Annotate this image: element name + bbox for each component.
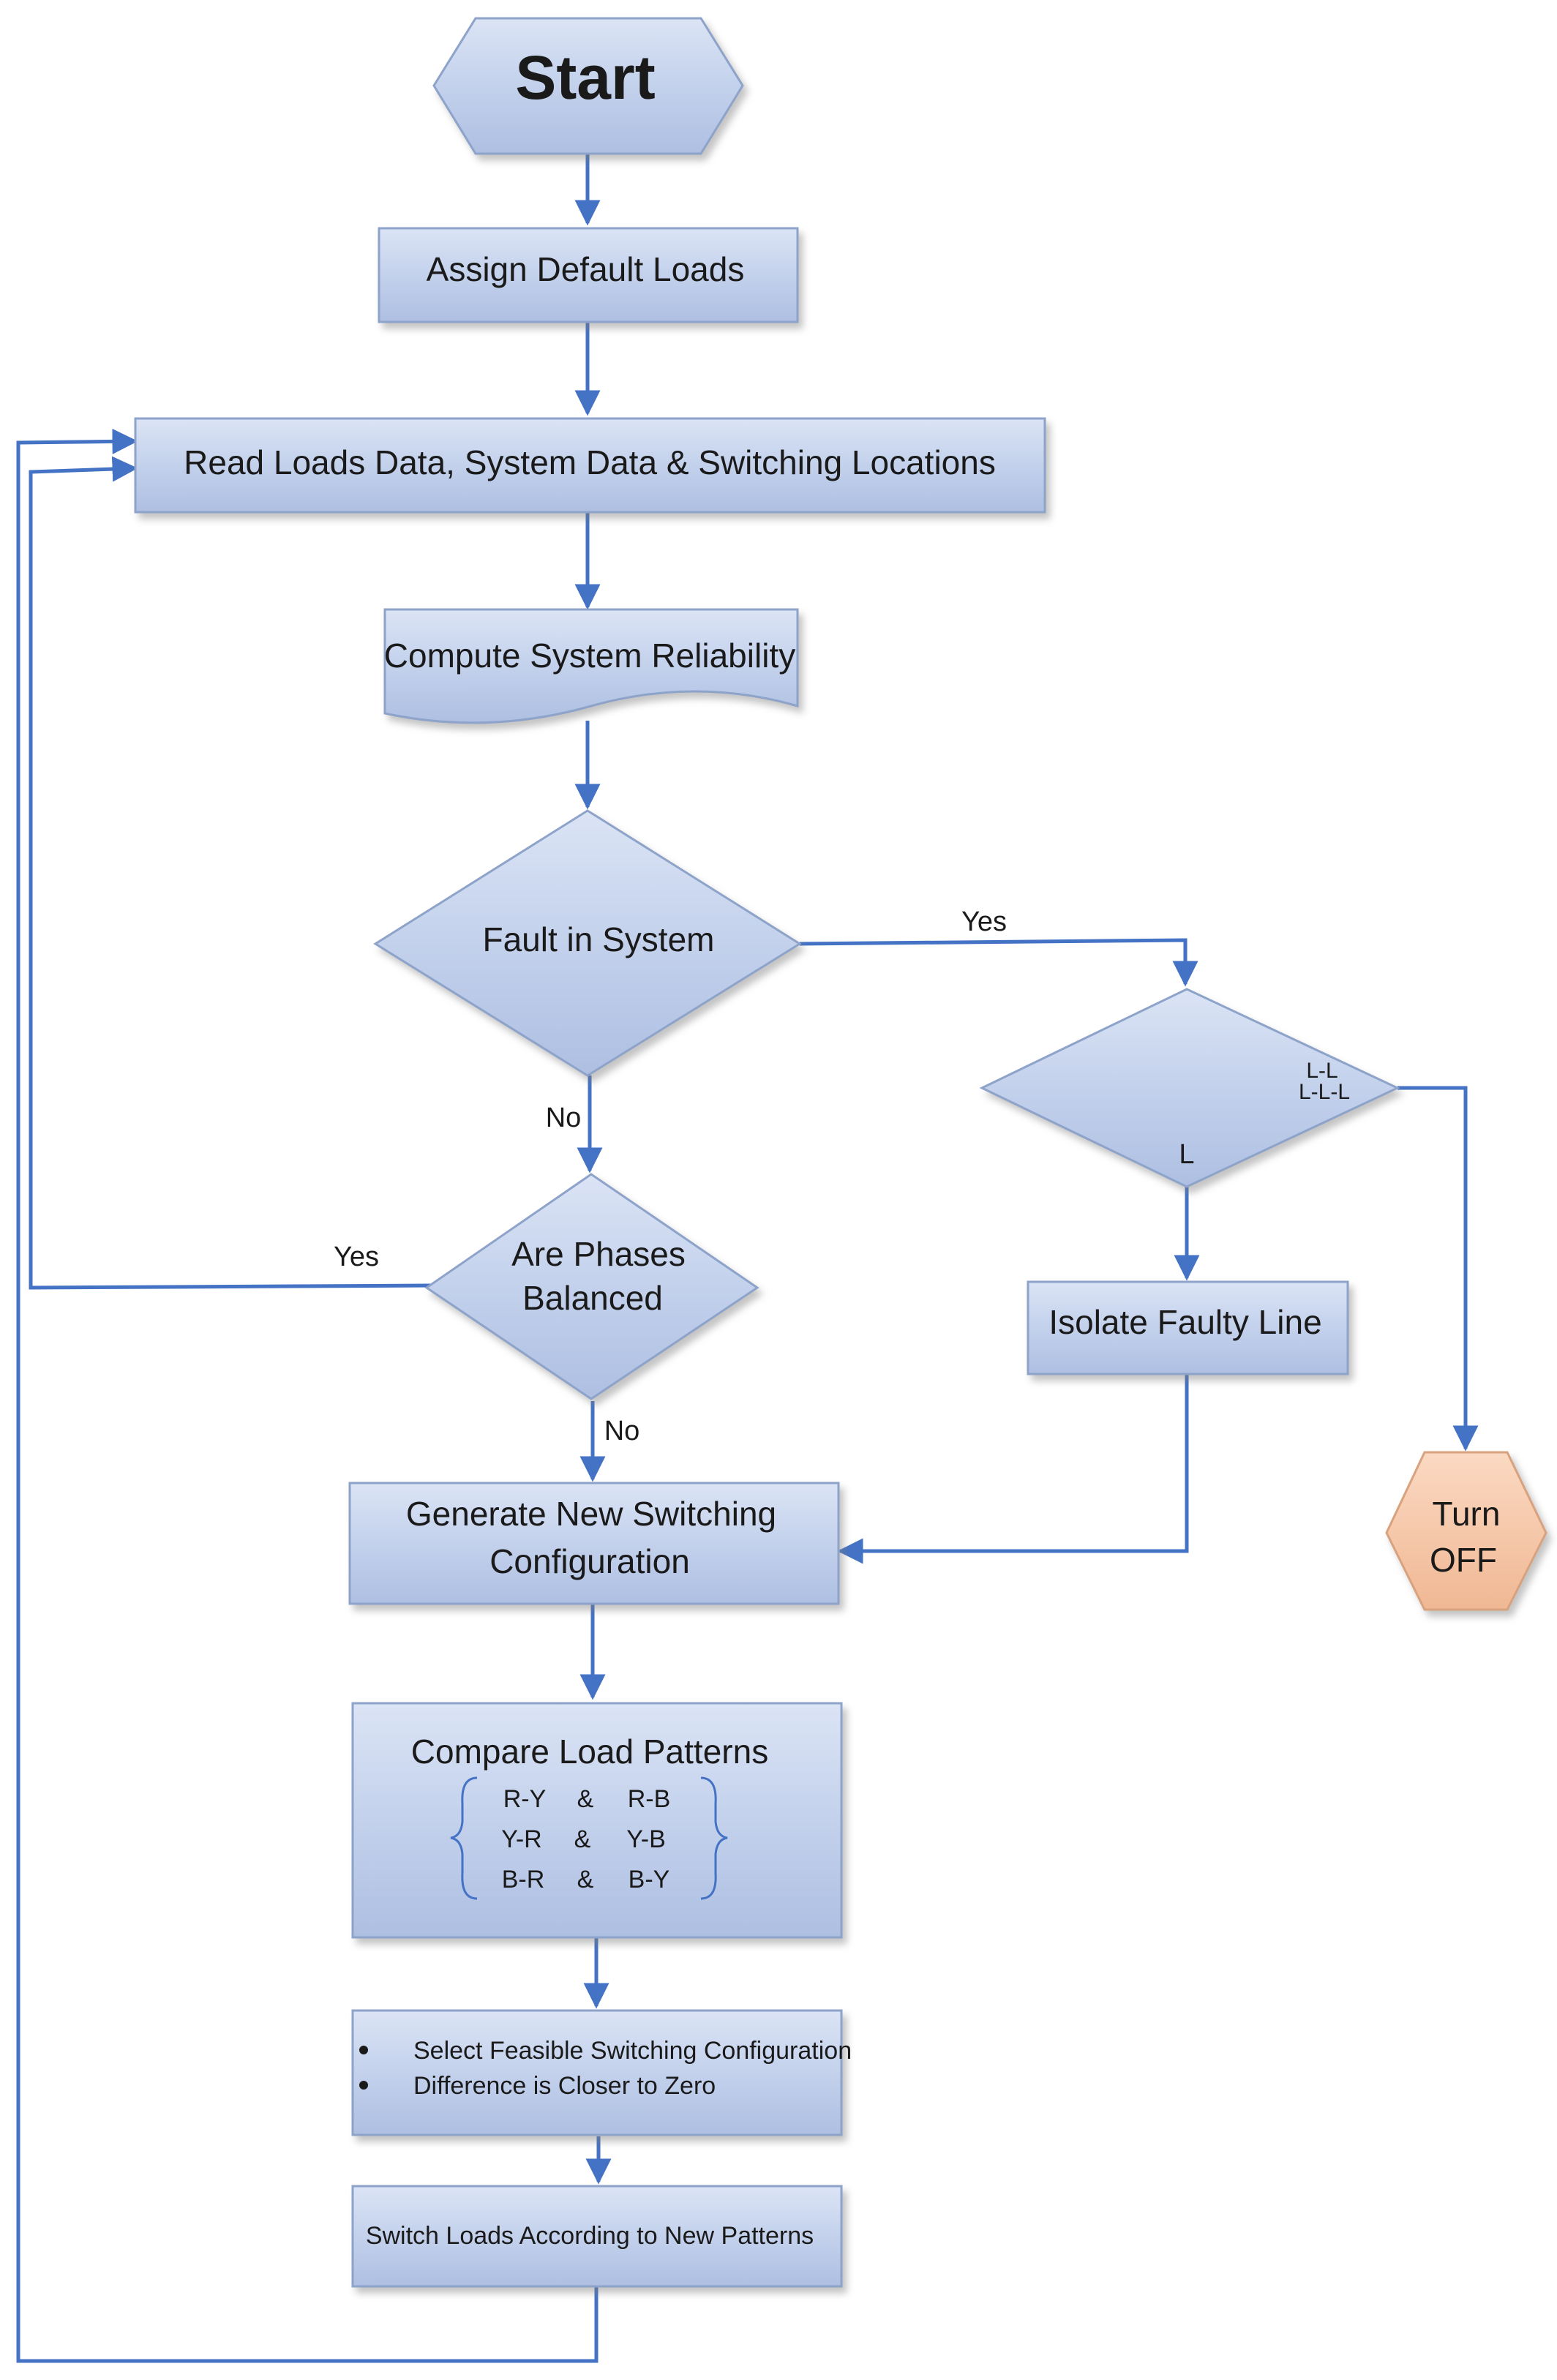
compare-row3-amp: &	[577, 1866, 594, 1893]
compare-row1-right: R-B	[628, 1785, 671, 1813]
fault-type-l-label: L	[1179, 1139, 1194, 1170]
compare-patterns-box	[351, 1702, 843, 1939]
fault-yes-label: Yes	[961, 906, 1007, 937]
switch-loads-box	[351, 2185, 843, 2288]
isolate-faulty-line-box	[1027, 1280, 1349, 1375]
left-brace	[450, 1776, 478, 1900]
read-loads-box	[134, 417, 1046, 514]
fault-type-lll-label: L-L-L	[1299, 1080, 1350, 1104]
compute-reliability-label: Compute System Reliability	[384, 637, 795, 675]
start-terminal	[432, 17, 744, 155]
bullet-1	[359, 2046, 368, 2054]
assign-default-loads-box	[378, 227, 799, 323]
phases-balanced-label-line2: Balanced	[522, 1279, 663, 1317]
fault-in-system-label: Fault in System	[483, 920, 715, 958]
fault-in-system-diamond	[373, 809, 802, 1077]
phases-balanced-label-line1: Are Phases	[511, 1235, 686, 1273]
compute-reliability-shape	[383, 608, 799, 724]
generate-config-label-line2: Configuration	[489, 1542, 690, 1580]
bullet-2	[359, 2081, 368, 2090]
connectors	[16, 154, 1479, 2363]
balanced-yes-label: Yes	[334, 1242, 379, 1272]
turn-off-terminal	[1385, 1451, 1547, 1611]
phases-balanced-diamond	[424, 1173, 759, 1400]
right-brace	[700, 1776, 728, 1900]
select-item-2: Difference is Closer to Zero	[413, 2072, 716, 2100]
arrow-fault-yes	[799, 938, 1198, 987]
compare-row1-amp: &	[577, 1785, 594, 1813]
read-loads-label: Read Loads Data, System Data & Switching…	[184, 443, 996, 481]
start-label: Start	[515, 43, 655, 112]
fault-type-ll-label: L-L	[1306, 1059, 1337, 1083]
compare-row2-left: Y-R	[501, 1825, 541, 1853]
fault-no-label: No	[546, 1103, 582, 1133]
compare-row3-left: B-R	[502, 1866, 545, 1893]
compare-braces	[450, 1776, 728, 1900]
compare-row2-right: Y-B	[626, 1825, 666, 1853]
compare-row3-right: B-Y	[629, 1866, 670, 1893]
compare-row2-amp: &	[574, 1825, 591, 1853]
arrow-switch-loop	[16, 428, 599, 2363]
compare-patterns-title: Compare Load Patterns	[411, 1733, 768, 1771]
generate-config-label-line1: Generate New Switching	[406, 1495, 776, 1533]
compare-row1-left: R-Y	[503, 1785, 547, 1813]
isolate-faulty-line-label: Isolate Faulty Line	[1048, 1303, 1321, 1341]
compare-rows: R-Y & R-B Y-R & Y-B B-R & B-Y	[501, 1785, 670, 1893]
arrow-type-to-turnoff	[1397, 1086, 1479, 1452]
select-item-1: Select Feasible Switching Configuration	[413, 2037, 852, 2065]
select-config-box	[351, 2009, 843, 2136]
fault-type-diamond	[979, 988, 1400, 1188]
assign-default-loads-label: Assign Default Loads	[427, 250, 745, 288]
balanced-no-label: No	[604, 1416, 640, 1446]
turn-off-label-line1: Turn	[1433, 1495, 1501, 1533]
switch-loads-label: Switch Loads According to New Patterns	[366, 2222, 814, 2250]
turn-off-label-line2: OFF	[1430, 1541, 1497, 1579]
arrow-balanced-yes-loop	[29, 456, 432, 1290]
arrow-isolate-to-generate	[837, 1374, 1189, 1564]
generate-config-box	[348, 1482, 840, 1605]
